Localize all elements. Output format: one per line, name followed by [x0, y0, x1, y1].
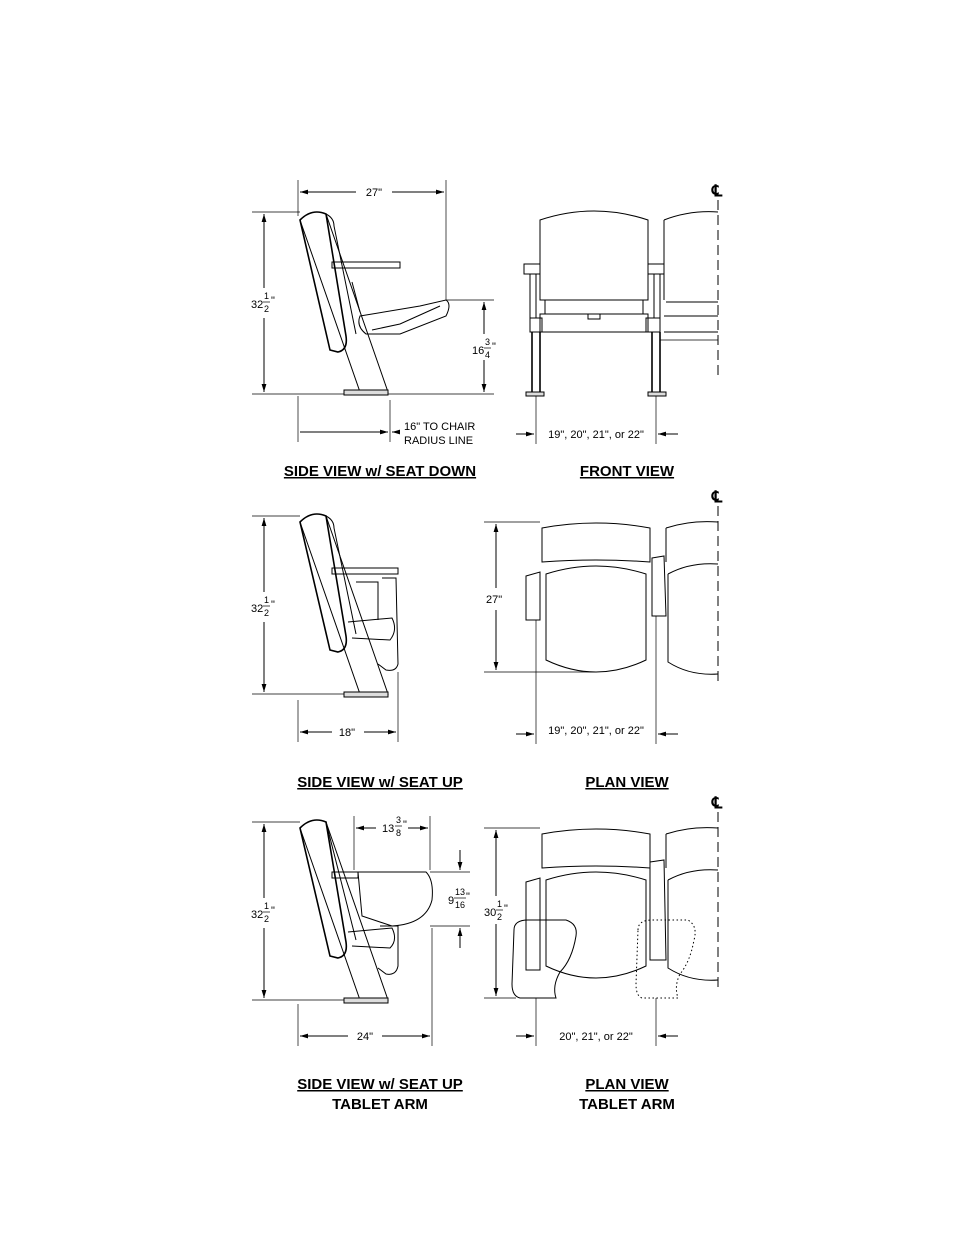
svg-text:": " — [271, 295, 275, 307]
side-down-caption: SIDE VIEW w/ SEAT DOWN — [284, 463, 476, 480]
svg-text:13: 13 — [382, 823, 394, 835]
tablet-height-dim: 9 13 16 " — [448, 887, 470, 910]
plan-view: ℄ 27" 19", 20", 21", or 22" PLAN VIEW — [484, 489, 723, 791]
svg-text:1: 1 — [264, 901, 269, 911]
front-width-dim: 19", 20", 21", or 22" — [548, 429, 644, 441]
svg-text:4: 4 — [485, 350, 490, 360]
plan-tablet-width-dim: 20", 21", or 22" — [559, 1031, 633, 1043]
side-view-seat-down: 27" 32 1 2 " 16 3 4 " 16" TO CHAIR — [251, 180, 496, 480]
front-caption: FRONT VIEW — [580, 463, 675, 480]
side-down-height-dim: 32 1 2 " — [251, 291, 275, 314]
plan-tablet-caption-2: TABLET ARM — [579, 1096, 675, 1113]
plan-tablet-chair-drawing — [512, 828, 718, 998]
tablet-width-dim: 13 3 8 " — [382, 815, 407, 838]
svg-text:": " — [466, 891, 470, 903]
side-tablet-caption-2: TABLET ARM — [332, 1096, 428, 1113]
centerline-symbol-middle: ℄ — [711, 489, 723, 506]
centerline-symbol-bottom: ℄ — [711, 795, 723, 812]
svg-text:8: 8 — [396, 828, 401, 838]
svg-text:3: 3 — [485, 337, 490, 347]
side-tablet-caption-1: SIDE VIEW w/ SEAT UP — [297, 1076, 463, 1093]
centerline-symbol-top: ℄ — [711, 183, 723, 200]
svg-text:13: 13 — [455, 887, 465, 897]
svg-text:": " — [271, 599, 275, 611]
svg-text:": " — [504, 903, 508, 915]
svg-text:16: 16 — [455, 900, 465, 910]
side-view-tablet-arm: 13 3 8 " 9 13 16 " 32 1 2 " — [251, 815, 470, 1113]
side-tablet-depth-dim: 24" — [357, 1031, 373, 1043]
plan-tablet-depth-dim: 30 1 2 " — [484, 899, 508, 922]
side-up-height-dim: 32 1 2 " — [251, 595, 275, 618]
plan-depth-dim: 27" — [486, 594, 502, 606]
plan-chair-drawing — [526, 522, 718, 675]
plan-caption: PLAN VIEW — [585, 774, 669, 791]
svg-text:32: 32 — [251, 603, 263, 615]
svg-text:16: 16 — [472, 345, 484, 357]
side-tablet-height-dim: 32 1 2 " — [251, 901, 275, 924]
svg-text:1: 1 — [264, 595, 269, 605]
plan-width-dim: 19", 20", 21", or 22" — [548, 725, 644, 737]
svg-text:2: 2 — [497, 912, 502, 922]
side-up-depth-dim: 18" — [339, 727, 355, 739]
radius-line-label-1: 16" TO CHAIR — [404, 421, 475, 433]
svg-text:2: 2 — [264, 304, 269, 314]
svg-text:1: 1 — [497, 899, 502, 909]
side-tablet-chair-drawing — [300, 820, 432, 1003]
svg-text:": " — [403, 819, 407, 831]
side-view-seat-up: 32 1 2 " 18" SIDE VIEW w/ SEAT UP — [251, 514, 463, 791]
svg-text:30: 30 — [484, 907, 496, 919]
svg-text:": " — [492, 341, 496, 353]
svg-text:1: 1 — [264, 291, 269, 301]
front-view: ℄ 19", — [516, 183, 723, 480]
svg-text:9: 9 — [448, 895, 454, 907]
side-up-caption: SIDE VIEW w/ SEAT UP — [297, 774, 463, 791]
plan-tablet-caption-1: PLAN VIEW — [585, 1076, 669, 1093]
side-down-width-dim: 27" — [366, 187, 382, 199]
svg-text:2: 2 — [264, 914, 269, 924]
svg-text:32: 32 — [251, 909, 263, 921]
plan-view-tablet-arm: ℄ 30 1 2 " 20", 21", or 22" PLAN VIEW TA… — [484, 795, 723, 1113]
front-chair-drawing — [524, 211, 718, 396]
svg-text:32: 32 — [251, 299, 263, 311]
side-down-chair-drawing — [300, 212, 449, 395]
side-up-chair-drawing — [300, 514, 398, 697]
radius-line-label-2: RADIUS LINE — [404, 435, 473, 447]
side-down-seat-height-dim: 16 3 4 " — [472, 337, 496, 360]
svg-text:": " — [271, 905, 275, 917]
svg-text:2: 2 — [264, 608, 269, 618]
svg-text:3: 3 — [396, 815, 401, 825]
